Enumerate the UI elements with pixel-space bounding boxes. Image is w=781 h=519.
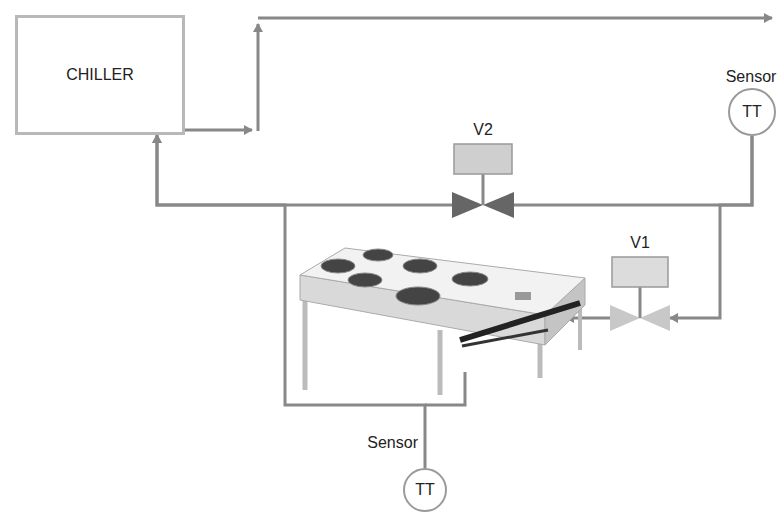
supply-pipe [257,24,260,131]
sensor-tag: TT [415,481,435,499]
valve-symbol [610,255,670,331]
pipe-connector [514,136,752,205]
cooler-outlet-pipe [425,372,465,405]
sensor-label: Sensor [726,68,777,86]
temperature-sensor: TTSensor [403,468,447,512]
valve-label: V2 [473,121,493,139]
valve-symbol [452,142,514,218]
valve-body [640,305,670,331]
sensor-label: Sensor [367,434,418,452]
pipe-connector [157,135,425,468]
supply-pipe [258,17,772,20]
valve: V2 [452,192,514,218]
valve-label: V1 [630,234,650,252]
sensor-tag: TT [742,103,762,121]
valve-body [452,192,483,218]
pipe-connector [670,136,752,318]
valve: V1 [610,305,670,331]
temperature-sensor: TTSensor [728,88,776,136]
supply-pipe [185,129,252,132]
valve-body [610,305,640,331]
pipe-connector [157,135,452,205]
chiller-box: CHILLER [15,15,185,135]
valve-body [483,192,514,218]
valve-stem [639,287,642,318]
actuator-box [612,257,668,287]
valve-stem [482,174,485,205]
dry-cooler [300,248,585,395]
actuator-box [454,144,512,174]
box-label: CHILLER [66,66,134,84]
